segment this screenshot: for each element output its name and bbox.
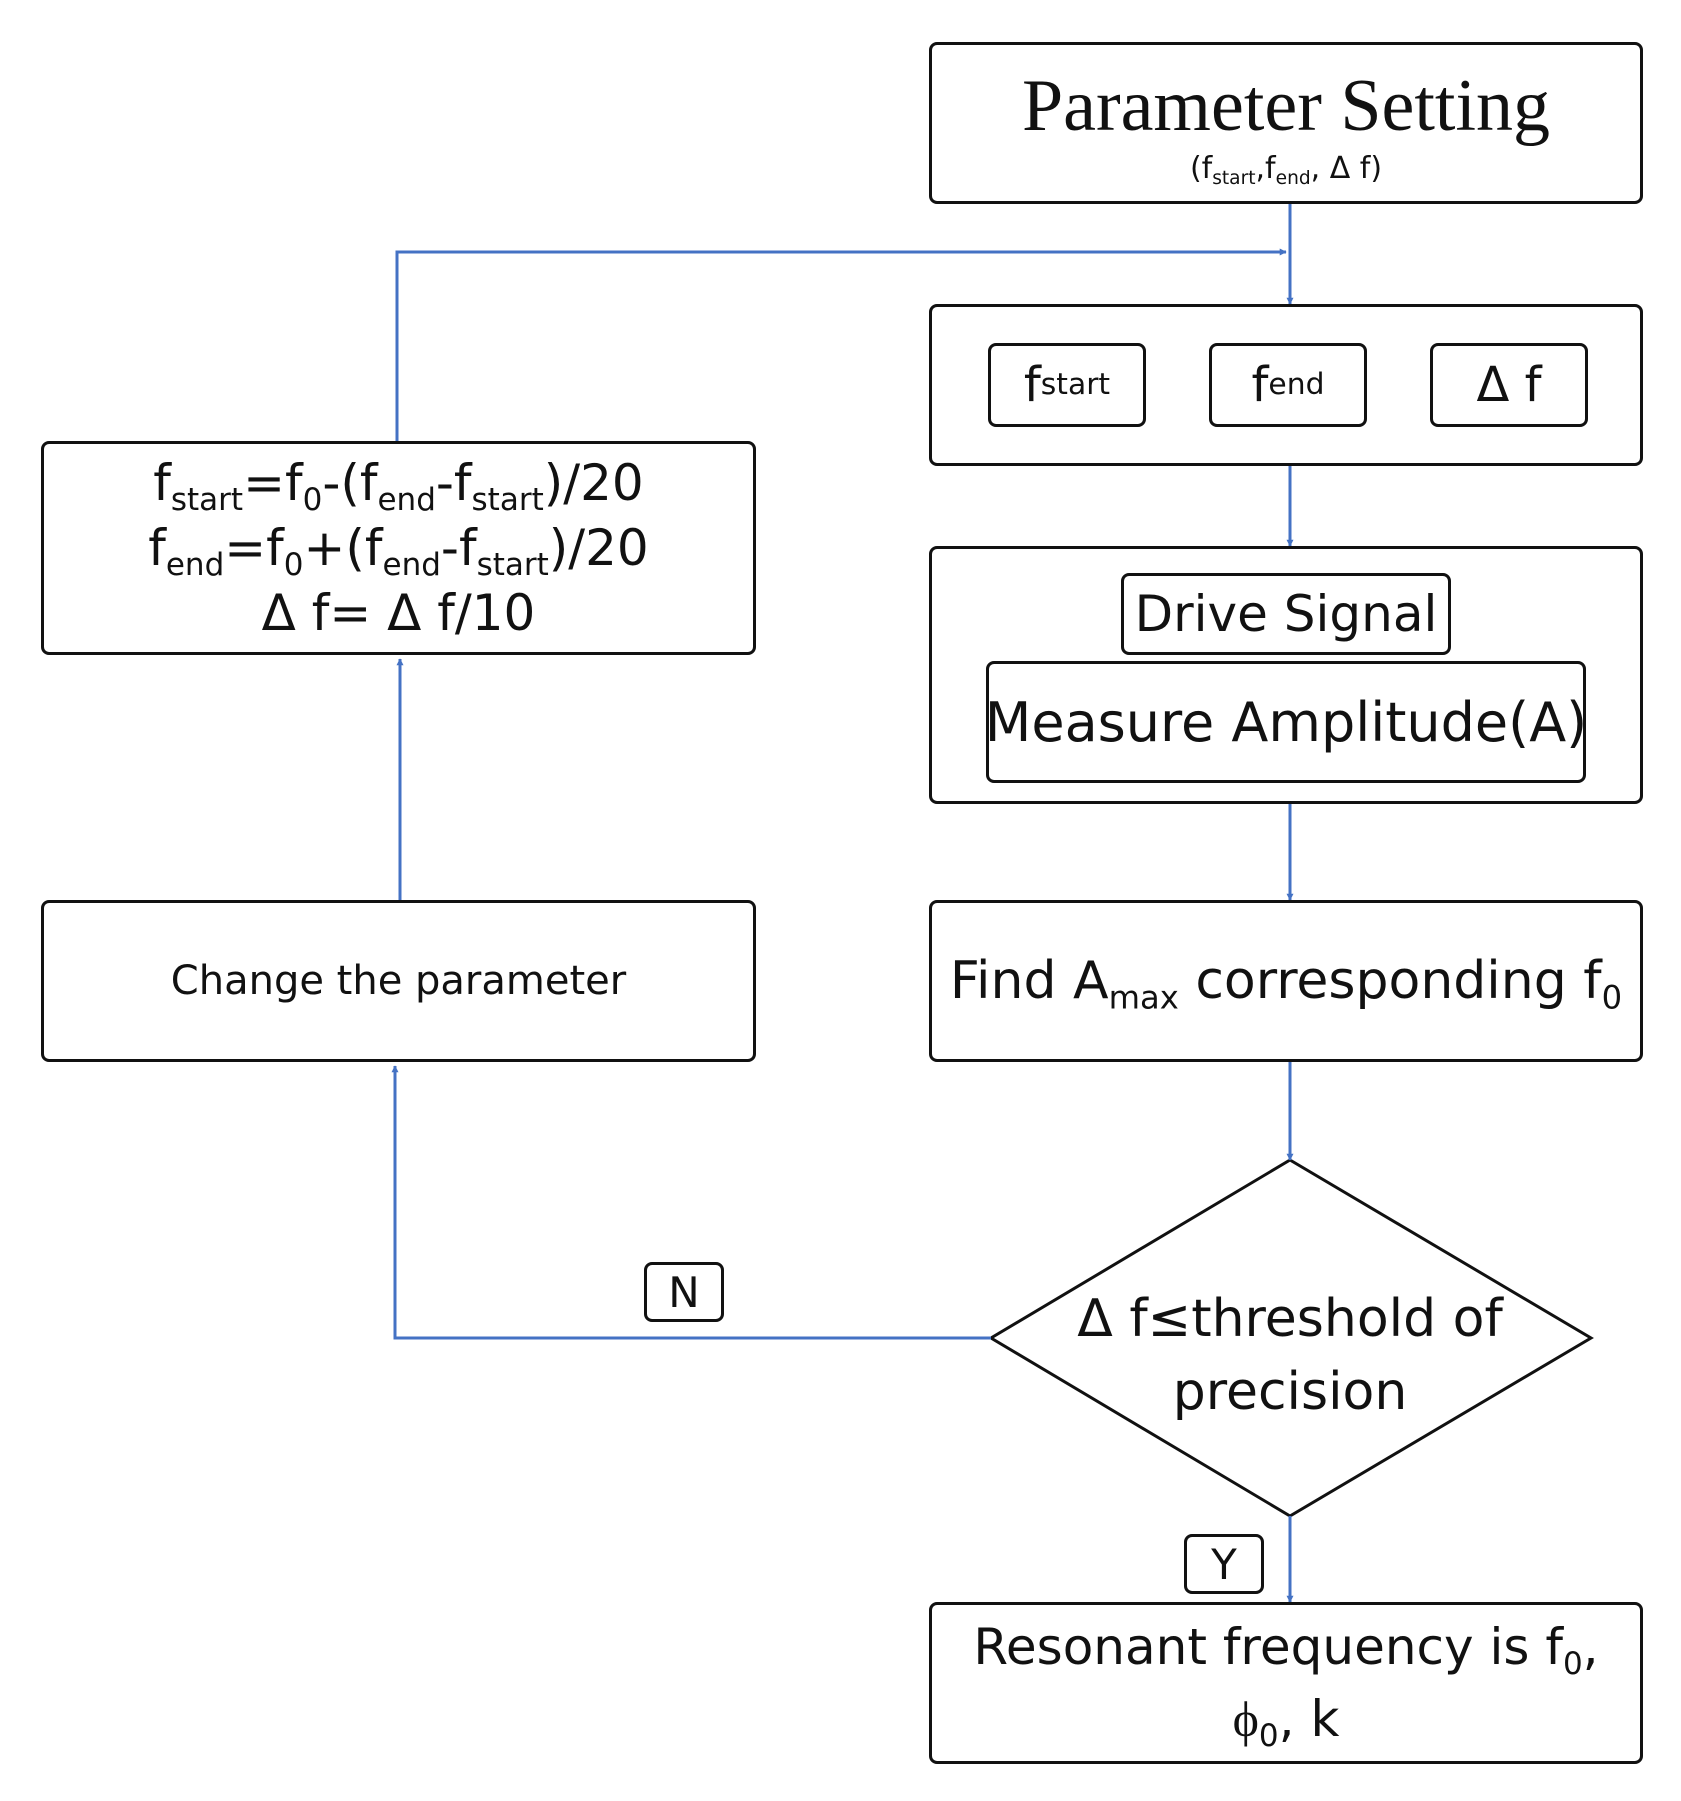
measurement-box: Drive Signal Measure Amplitude(A) (929, 546, 1643, 804)
branch-label-no: N (644, 1262, 724, 1322)
parameter-setting-title: Parameter Setting (1021, 64, 1551, 147)
drive-signal-box: Drive Signal (1121, 573, 1451, 655)
parameter-setting-params: (fstart,fend, Δ f) (1189, 151, 1383, 190)
formula-fend: fend=f0+(fend-fstart)/20 (148, 518, 649, 583)
result-line-2: ϕ0, k (1232, 1690, 1340, 1754)
change-parameter-box: Change the parameter (41, 900, 756, 1062)
arrow-group (391, 204, 1294, 1603)
branch-label-yes: Y (1184, 1534, 1264, 1594)
formula-delta-f: Δ f= Δ f/10 (261, 583, 536, 642)
delta-f-chip: Δ f (1430, 343, 1588, 427)
decision-text: Δ f≤threshold of precision (1077, 1289, 1503, 1422)
update-formulas-box: fstart=f0-(fend-fstart)/20 fend=f0+(fend… (41, 441, 756, 655)
arrow-no-branch (391, 1065, 991, 1340)
measure-amplitude-box: Measure Amplitude(A) (985, 661, 1587, 783)
formula-fstart: fstart=f0-(fend-fstart)/20 (153, 453, 644, 518)
parameter-setting-box: Parameter Setting (fstart,fend, Δ f) (929, 42, 1643, 204)
arrow-feedback-loop (395, 248, 1287, 441)
result-line-1: Resonant frequency is f0, (973, 1617, 1599, 1682)
result-box: Resonant frequency is f0, ϕ0, k (929, 1602, 1643, 1764)
find-amax-text: Find Amax corresponding f0 (949, 951, 1623, 1017)
find-amax-box: Find Amax corresponding f0 (929, 900, 1643, 1062)
